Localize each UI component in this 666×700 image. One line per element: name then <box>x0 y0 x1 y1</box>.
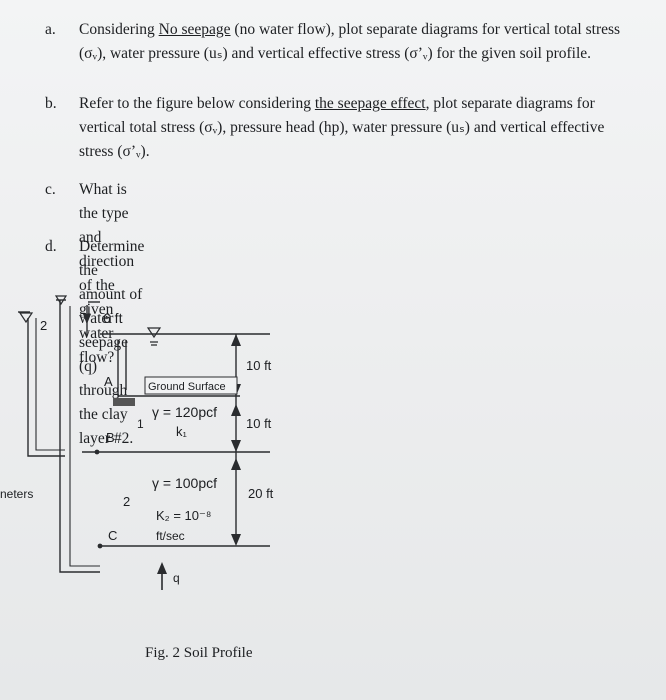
question-text: (no water flow), plot separate diagrams … <box>230 21 621 38</box>
question-label: d. <box>45 238 57 255</box>
emphasis-text: the seepage effect <box>314 95 426 112</box>
standpipe-right <box>59 300 100 573</box>
point-c-label: C <box>108 528 117 543</box>
water-table-icon <box>146 327 162 339</box>
tube-label: 2 <box>40 318 47 333</box>
question-text: (σᵥ), water pressure (uₛ) and vertical e… <box>79 45 592 62</box>
question-text: vertical total stress (σᵥ), pressure hea… <box>79 119 605 136</box>
point-a-label: A <box>104 374 113 389</box>
emphasis-text: No seepage <box>158 21 231 38</box>
ground-surface-box <box>144 376 238 395</box>
soil-profile-figure: 6 ft 10 ft 10 ft 20 ft A B C 1 2 Ground … <box>0 295 274 661</box>
dim-10ft-mid-label: 10 ft <box>246 416 272 431</box>
k2-units-label: ft/sec <box>156 529 185 543</box>
flow-q-label: q <box>173 571 180 585</box>
k1-label: k₁ <box>176 424 188 439</box>
question-text: Considering <box>79 21 159 38</box>
k2-label: K₂ = 10⁻⁸ <box>156 508 211 523</box>
question-text: Refer to the figure below considering <box>79 95 315 112</box>
question-text: stress (σ’ᵥ). <box>79 143 150 160</box>
standpipe-left <box>27 318 65 457</box>
layer-2-label: 2 <box>123 494 130 509</box>
layer-1-label: 1 <box>137 417 144 431</box>
dim-6ft-label: 6 ft <box>103 310 123 326</box>
gamma1-label: γ = 120pcf <box>152 404 217 420</box>
question-label: a. <box>45 21 56 38</box>
dim-10ft-top-label: 10 ft <box>246 358 272 373</box>
ground-surface-label: Ground Surface <box>148 381 226 393</box>
side-label: neters <box>0 487 33 501</box>
question-text: Determine the amount of water seepage (q… <box>79 238 145 447</box>
soil-container <box>117 340 146 397</box>
question-label: c. <box>45 181 56 198</box>
question-text: , plot separate diagrams for <box>425 95 595 112</box>
dim-20ft-label: 20 ft <box>248 486 274 501</box>
question-text: What is the type and direction of the gi… <box>79 181 135 366</box>
question-label: b. <box>45 95 57 112</box>
figure-caption: Fig. 2 Soil Profile <box>145 645 253 661</box>
gamma2-label: γ = 100pcf <box>152 475 217 491</box>
point-b-label: B <box>106 430 115 445</box>
porous-stone-icon <box>113 398 135 406</box>
